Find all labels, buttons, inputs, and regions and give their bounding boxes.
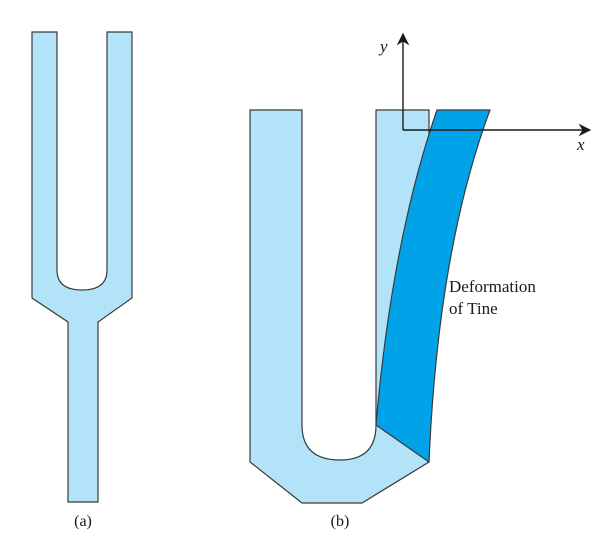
tuning-fork-shape <box>31 31 133 503</box>
panel-a: (a) <box>31 31 133 530</box>
deformation-annotation-line2: of Tine <box>449 299 498 318</box>
panel-b-caption: (b) <box>331 513 350 530</box>
panel-b: x y Deformation of Tine (b) <box>249 32 592 530</box>
deformed-tine-shape <box>375 109 491 464</box>
deformation-annotation-line1: Deformation <box>449 277 536 296</box>
x-axis-label: x <box>576 135 585 154</box>
panel-a-caption: (a) <box>74 513 92 530</box>
y-axis-label: y <box>378 37 388 56</box>
